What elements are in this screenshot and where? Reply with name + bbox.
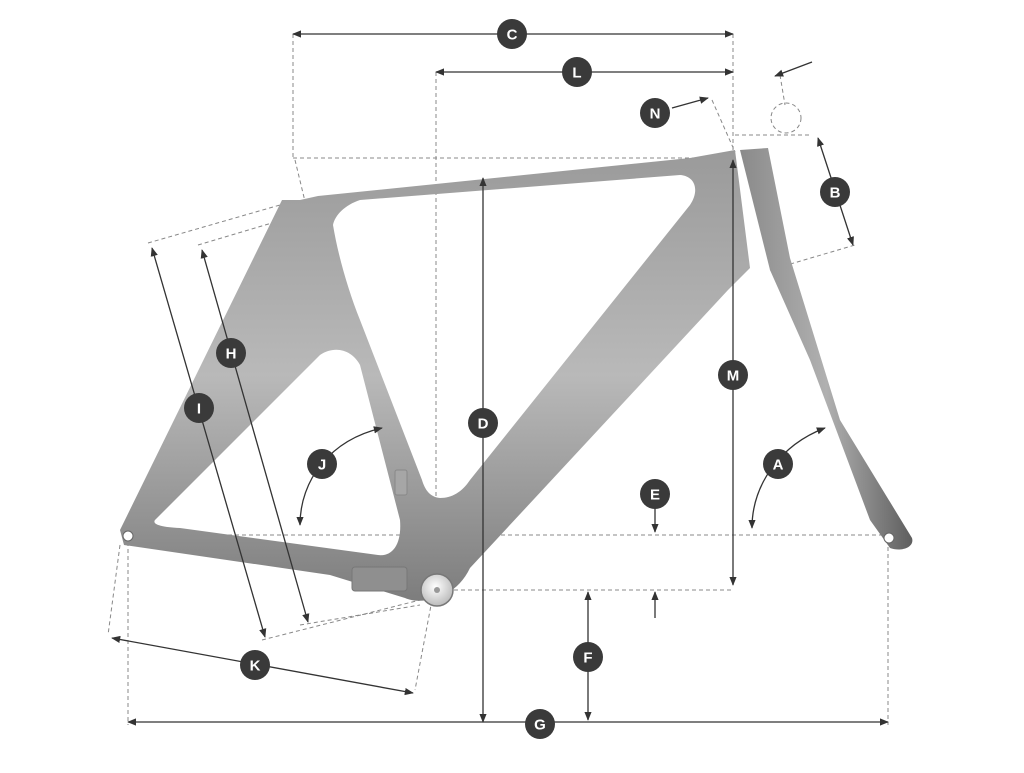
bottle-mount bbox=[394, 469, 408, 496]
svg-text:L: L bbox=[572, 65, 581, 82]
badge-f: F bbox=[573, 642, 603, 672]
badge-g: G bbox=[525, 709, 555, 739]
svg-text:D: D bbox=[478, 416, 489, 433]
svg-text:H: H bbox=[226, 346, 237, 363]
badge-h: H bbox=[216, 338, 246, 368]
svg-text:N: N bbox=[650, 106, 661, 123]
badge-n: N bbox=[640, 98, 670, 128]
svg-text:I: I bbox=[197, 401, 201, 418]
reference-lines bbox=[107, 34, 890, 725]
svg-text:M: M bbox=[727, 368, 740, 385]
badge-l: L bbox=[562, 57, 592, 87]
svg-text:B: B bbox=[830, 185, 841, 202]
svg-text:F: F bbox=[583, 650, 592, 667]
badge-b: B bbox=[820, 177, 850, 207]
rear-dropout bbox=[122, 530, 134, 542]
svg-text:J: J bbox=[318, 457, 326, 474]
front-dropout bbox=[883, 532, 895, 544]
badge-c: C bbox=[497, 19, 527, 49]
svg-text:K: K bbox=[250, 658, 261, 675]
fork bbox=[740, 148, 913, 550]
cable-port bbox=[351, 566, 408, 592]
svg-text:C: C bbox=[507, 27, 518, 44]
badge-d: D bbox=[468, 408, 498, 438]
svg-text:G: G bbox=[534, 717, 546, 734]
badge-k: K bbox=[240, 650, 270, 680]
badge-e: E bbox=[640, 479, 670, 509]
badge-j: J bbox=[307, 449, 337, 479]
frame-body bbox=[120, 150, 750, 601]
badge-i: I bbox=[184, 393, 214, 423]
badge-m: M bbox=[718, 360, 748, 390]
svg-text:E: E bbox=[650, 487, 660, 504]
svg-text:A: A bbox=[773, 457, 784, 474]
badge-a: A bbox=[763, 449, 793, 479]
